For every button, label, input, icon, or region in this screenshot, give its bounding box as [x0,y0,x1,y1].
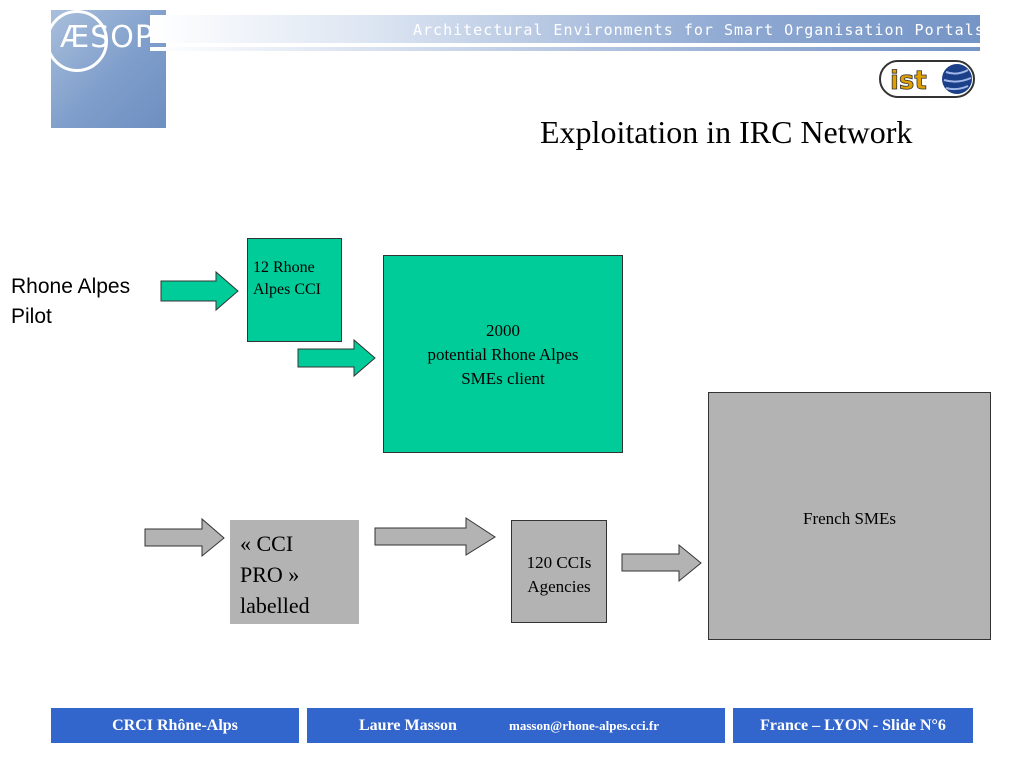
header-band-underline [150,47,980,51]
box-cci-pro-labelled: « CCI PRO » labelled [230,520,359,624]
ist-logo-icon: ist [879,60,975,98]
footer-location-slide: France – LYON - Slide N°6 [733,708,973,743]
footer-author: Laure Masson [359,717,457,734]
pilot-label-line1: Rhone Alpes [11,275,131,298]
header-band [150,15,980,43]
box-2000-line2: potential Rhone Alpes [427,345,579,364]
rhone-alpes-pilot-label: Rhone Alpes Pilot [11,272,130,332]
aesop-logo-icon [46,10,108,72]
box-ccipro-line1: « CCI [240,531,294,556]
arrow-pilot-to-cci-icon [160,270,239,312]
aesop-logo-text: ÆSOP [60,20,154,55]
arrow-ccipro-to-agencies-icon [374,517,496,556]
box-120-line2: Agencies [527,577,591,596]
header-tagline: Architectural Environments for Smart Org… [413,21,985,39]
box-12-cci-line2: Alpes CCI [253,281,321,298]
pilot-label-line2: Pilot [11,305,52,328]
arrow-agencies-to-french-smes-icon [621,543,702,583]
box-120-line1: 120 CCIs [526,553,592,572]
box-12-rhone-alpes-cci: 12 Rhone Alpes CCI [247,238,342,342]
box-2000-potential-smes: 2000 potential Rhone Alpes SMEs client [383,255,623,453]
box-12-cci-line1: 12 Rhone [253,259,315,276]
box-120-cci-agencies: 120 CCIs Agencies [511,520,607,623]
footer-organisation: CRCI Rhône-Alps [51,708,299,743]
footer-author-block: Laure Masson masson@rhone-alpes.cci.fr [307,708,725,743]
box-ccipro-line2: PRO » [240,562,300,587]
ist-logo-text: ist [890,66,927,96]
box-2000-line3: SMEs client [461,369,545,388]
arrow-cci-to-smes-icon [297,338,376,378]
arrow-into-ccipro-icon [144,517,225,558]
box-french-smes-label: French SMEs [802,509,897,528]
footer-email-link[interactable]: masson@rhone-alpes.cci.fr [509,718,660,733]
box-2000-line1: 2000 [486,321,520,340]
box-french-smes: French SMEs [708,392,991,640]
box-ccipro-line3: labelled [240,593,310,618]
slide-title: Exploitation in IRC Network [540,114,913,150]
